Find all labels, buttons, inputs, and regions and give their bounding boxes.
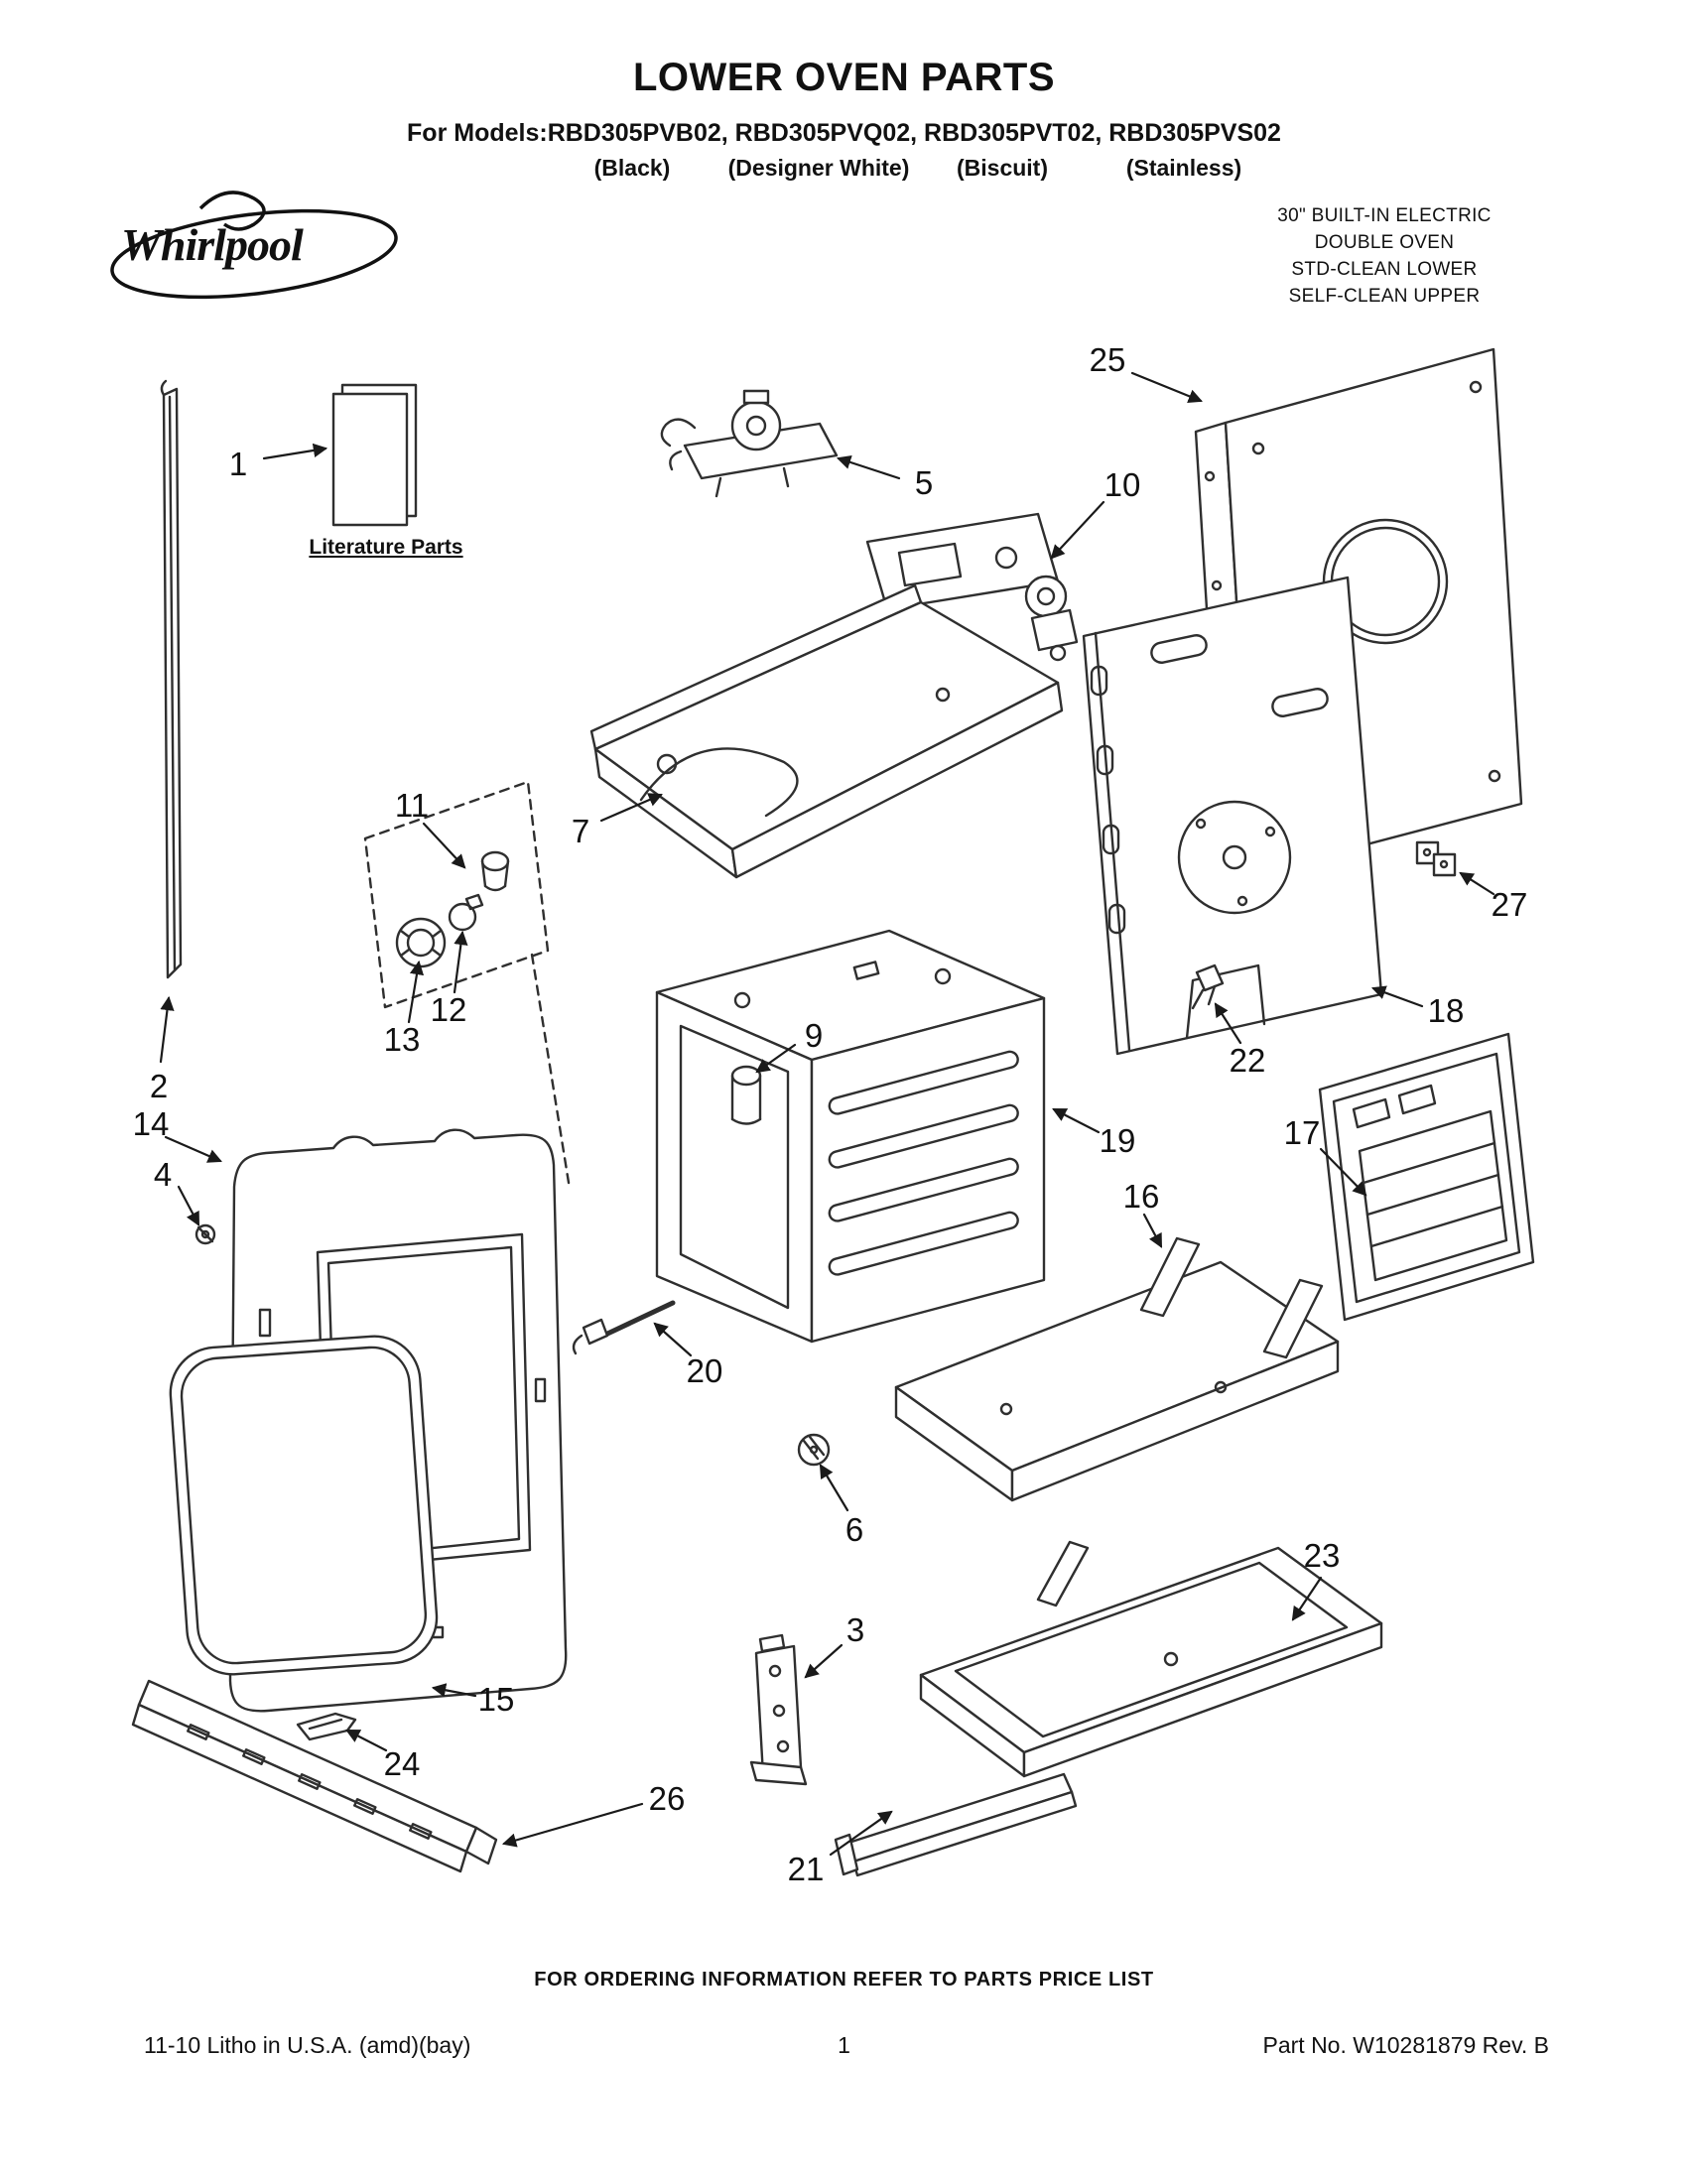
callout-1: 1 (228, 446, 248, 482)
callout-5: 5 (914, 464, 934, 501)
product-info-line: 30" BUILT-IN ELECTRIC (1277, 205, 1492, 226)
callout-10: 10 (1104, 466, 1141, 503)
part-1-literature-pack (331, 383, 418, 527)
callout-3: 3 (845, 1611, 865, 1648)
page-title: LOWER OVEN PARTS (632, 56, 1056, 99)
part-5-fan-assembly (660, 389, 839, 498)
callout-4: 4 (153, 1156, 173, 1193)
callout-24: 24 (383, 1745, 421, 1782)
models-line: For Models:RBD305PVB02, RBD305PVQ02, RBD… (407, 119, 1281, 147)
part-number: Part No. W10281879 Rev. B (1262, 2032, 1550, 2058)
page-number: 1 (838, 2032, 850, 2058)
callout-27: 27 (1491, 886, 1528, 923)
product-info-line: DOUBLE OVEN (1314, 232, 1455, 253)
part-19-oven-cavity (655, 929, 1046, 1344)
callout-13: 13 (383, 1021, 421, 1058)
finish-stainless: (Stainless) (1125, 155, 1242, 181)
callout-9: 9 (804, 1017, 824, 1054)
part-26-bottom-trim (131, 1679, 498, 1873)
part-21-rail (834, 1772, 1078, 1877)
part-18-back-panel (1082, 576, 1383, 1056)
callout-7: 7 (571, 813, 590, 849)
light-assembly-group (363, 780, 572, 1191)
finish-designer-white: (Designer White) (727, 155, 910, 181)
callout-23: 23 (1303, 1537, 1341, 1574)
ordering-note: FOR ORDERING INFORMATION REFER TO PARTS … (534, 1969, 1154, 1991)
literature-parts-label: Literature Parts (309, 536, 463, 559)
part-16-drawer-panel (894, 1236, 1340, 1502)
callout-16: 16 (1122, 1178, 1160, 1215)
callout-11: 11 (394, 787, 430, 824)
part-2-side-trim (160, 379, 183, 979)
product-info-line: STD-CLEAN LOWER (1291, 259, 1478, 280)
part-20-temp-sensor (572, 1300, 676, 1355)
part-27-switch (1415, 840, 1457, 877)
callout-20: 20 (686, 1352, 723, 1389)
callout-19: 19 (1099, 1122, 1136, 1159)
part-24-clip (296, 1712, 357, 1741)
part-12-light-bulb (448, 893, 484, 932)
callout-12: 12 (430, 991, 467, 1028)
part-6-knob (797, 1433, 831, 1467)
part-23-drawer-pan (919, 1540, 1383, 1778)
callout-17: 17 (1283, 1114, 1321, 1151)
callout-21: 21 (787, 1851, 825, 1887)
part-17-side-panel (1318, 1032, 1535, 1322)
part-22-sensor (1191, 964, 1225, 1010)
callout-14: 14 (132, 1105, 170, 1142)
callout-arrows (159, 371, 1495, 1857)
finish-black: (Black) (593, 155, 671, 181)
product-info-line: SELF-CLEAN UPPER (1288, 286, 1481, 307)
whirlpool-logo-swirl-icon (110, 191, 398, 300)
callout-18: 18 (1427, 992, 1465, 1029)
litho-info: 11-10 Litho in U.S.A. (amd)(bay) (144, 2032, 471, 2058)
callout-15: 15 (477, 1681, 515, 1718)
callout-25: 25 (1089, 341, 1126, 378)
callout-26: 26 (648, 1780, 686, 1817)
part-4-screw (195, 1223, 216, 1245)
brand-name: Whirlpool (121, 219, 304, 270)
part-3-bracket (749, 1633, 808, 1786)
part-9-smoke-eliminator (730, 1065, 762, 1125)
callout-22: 22 (1229, 1042, 1266, 1079)
part-7-top-panel (589, 583, 1064, 879)
whirlpool-logo: Whirlpool (105, 175, 403, 308)
callout-6: 6 (844, 1511, 864, 1548)
callout-2: 2 (149, 1068, 169, 1104)
part-11-lamp-socket (480, 850, 510, 892)
finish-biscuit: (Biscuit) (957, 155, 1048, 181)
part-13-lens-cover (395, 917, 447, 968)
product-info: 30" BUILT-IN ELECTRIC DOUBLE OVEN STD-CL… (1231, 202, 1538, 310)
part-15-door-gasket-loop (169, 1335, 439, 1676)
